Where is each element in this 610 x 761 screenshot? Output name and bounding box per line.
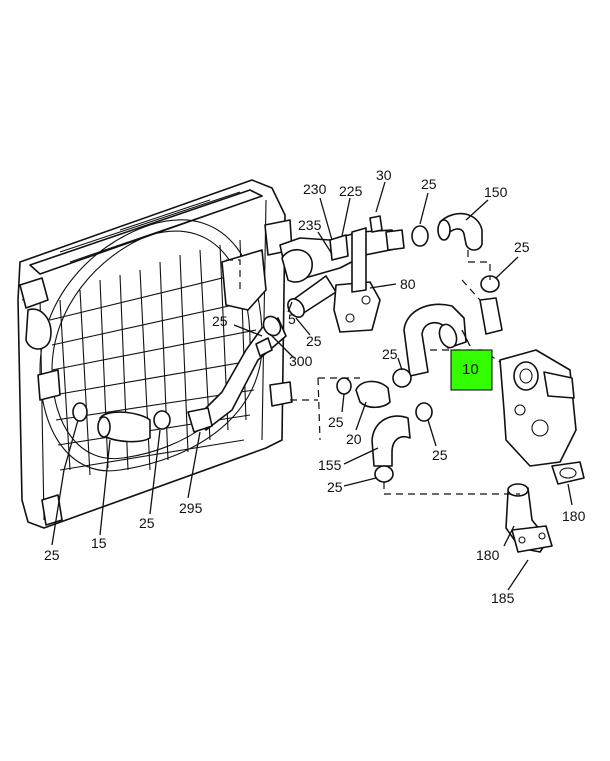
upper-hose-group	[279, 212, 483, 333]
callout-300: 300	[289, 353, 313, 369]
callout-25-bottom-left: 25	[44, 547, 60, 563]
callout-180-right: 180	[562, 508, 586, 524]
callout-80: 80	[400, 276, 416, 292]
callout-295: 295	[179, 500, 203, 516]
callout-25-mid: 25	[306, 333, 322, 349]
callout-5: 5	[288, 311, 296, 327]
callout-180-bottom: 180	[476, 547, 500, 563]
radiator-shroud-assembly	[17, 179, 293, 529]
water-pump-housing	[499, 349, 585, 485]
callout-230: 230	[303, 181, 327, 197]
callout-185: 185	[491, 590, 515, 606]
callout-25-right: 25	[514, 239, 530, 255]
callout-25-bottom-mid: 25	[139, 515, 155, 531]
highlight-box	[450, 349, 493, 391]
callout-155: 155	[318, 457, 342, 473]
callout-235: 235	[298, 217, 322, 233]
callout-25-a: 25	[328, 414, 344, 430]
lower-hose-group	[72, 275, 503, 483]
callout-20: 20	[346, 431, 362, 447]
callout-25-c: 25	[327, 479, 343, 495]
callout-labels: 30 230 225 25 150 235 25 80 25 5 25 300 …	[44, 167, 586, 606]
callout-25-top: 25	[421, 176, 437, 192]
callout-25-left: 25	[212, 313, 228, 329]
callout-10: 10	[462, 361, 479, 378]
callout-25-center: 25	[382, 346, 398, 362]
callout-30: 30	[376, 167, 392, 183]
callout-150: 150	[484, 184, 508, 200]
callout-25-b: 25	[432, 447, 448, 463]
callout-225: 225	[339, 183, 363, 199]
outlet-elbow-assembly	[505, 483, 553, 553]
callout-15: 15	[91, 535, 107, 551]
leader-lines	[51, 181, 573, 591]
